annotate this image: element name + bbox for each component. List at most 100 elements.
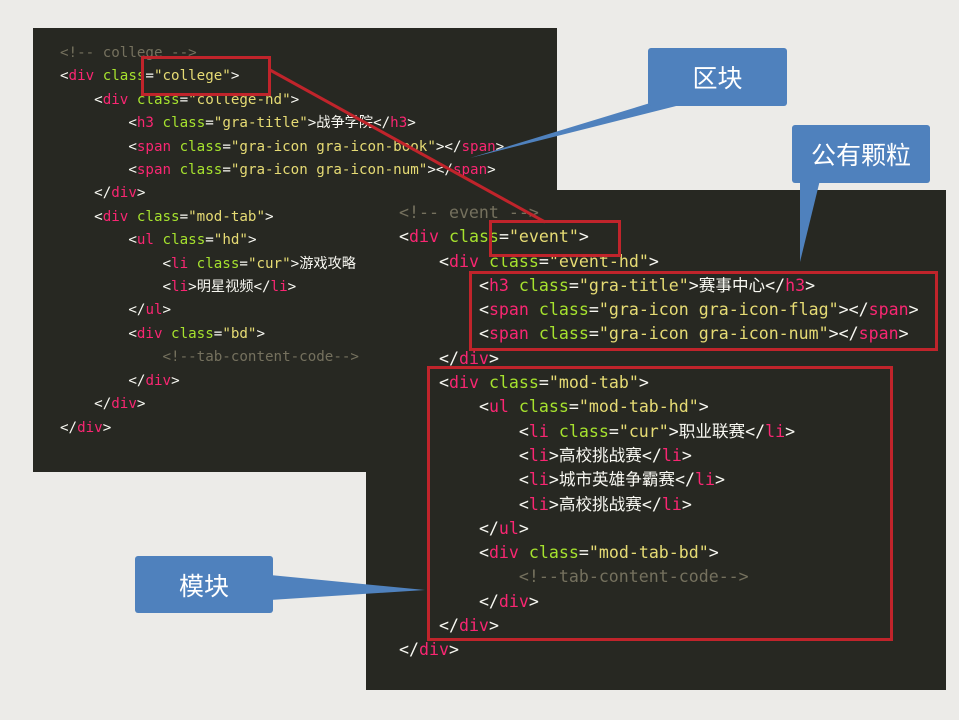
highlight-college xyxy=(141,56,271,96)
code-token: </ xyxy=(478,591,499,611)
code-token: li xyxy=(171,279,189,296)
code-token: "mod-tab" xyxy=(548,373,639,393)
code-line: <span class="gra-icon gra-icon-num"></sp… xyxy=(399,322,919,346)
code-token: 游戏攻略 xyxy=(299,255,356,272)
code-token: 高校挑战赛 xyxy=(558,445,642,465)
highlight-shared-elements xyxy=(469,271,938,351)
code-token: 城市英雄争霸赛 xyxy=(558,470,676,490)
code-token: = xyxy=(222,138,231,155)
code-token: = xyxy=(538,251,549,271)
code-line: </ul> xyxy=(399,517,919,541)
code-token: h3 xyxy=(785,275,806,295)
code-token: </ xyxy=(373,115,391,132)
code-token: </ xyxy=(94,185,112,202)
code-line: <div class="mod-tab"> xyxy=(399,371,919,395)
code-token: > xyxy=(698,397,709,417)
code-token: > xyxy=(230,68,240,85)
code-token: = xyxy=(588,300,599,320)
code-token: > xyxy=(668,421,679,441)
code-token: span xyxy=(858,324,899,344)
code-line: </div> xyxy=(60,393,504,416)
code-token: > xyxy=(898,324,909,344)
code-token: = xyxy=(145,68,154,85)
code-token: </ xyxy=(438,348,459,368)
code-line: </div> xyxy=(60,182,504,205)
code-token: = xyxy=(205,232,214,249)
code-token: > xyxy=(785,421,796,441)
code-token: class xyxy=(548,421,609,441)
code-line: <h3 class="gra-title">战争学院</h3> xyxy=(60,112,504,135)
code-token: > xyxy=(648,251,659,271)
code-token: div xyxy=(68,68,95,85)
code-token: "gra-title" xyxy=(578,275,689,295)
code-token: div xyxy=(448,373,479,393)
code-token: </ xyxy=(94,396,112,413)
code-token: > xyxy=(247,232,257,249)
code-token: < xyxy=(128,115,137,132)
code-token: = xyxy=(608,421,619,441)
code-token: class xyxy=(94,68,146,85)
code-line: <!--tab-content-code--> xyxy=(399,565,919,589)
code-token: "gra-icon gra-icon-flag" xyxy=(598,300,839,320)
code-token: div xyxy=(136,325,163,342)
code-token: < xyxy=(94,208,103,225)
code-token: "hd" xyxy=(213,232,248,249)
code-token: </ xyxy=(60,419,78,436)
code-line: <li>城市英雄争霸赛</li> xyxy=(399,468,919,492)
code-token: > xyxy=(188,279,197,296)
code-token: class xyxy=(171,162,223,179)
code-token: ></ xyxy=(828,324,859,344)
code-token: < xyxy=(60,68,69,85)
code-token: div xyxy=(111,185,137,202)
code-token: "gra-icon gra-icon-num" xyxy=(230,162,428,179)
code-token: < xyxy=(518,445,529,465)
code-token: li xyxy=(528,470,549,490)
code-line: <ul class="mod-tab-hd"> xyxy=(399,395,919,419)
code-token: class xyxy=(508,275,569,295)
code-token: span xyxy=(136,138,172,155)
code-line: <li>高校挑战赛</li> xyxy=(399,444,919,468)
code-token: div xyxy=(488,543,519,563)
code-token: = xyxy=(498,227,509,247)
code-line: <li>高校挑战赛</li> xyxy=(399,493,919,517)
code-token: class xyxy=(162,325,214,342)
code-token: </ xyxy=(641,445,662,465)
code-token: div xyxy=(448,251,479,271)
code-token: "gra-icon gra-icon-num" xyxy=(598,324,829,344)
code-token: class xyxy=(438,227,499,247)
code-line: </div> xyxy=(399,638,919,662)
code-token: li xyxy=(661,494,682,514)
code-token: span xyxy=(488,300,529,320)
code-token: class xyxy=(508,397,569,417)
code-token: div xyxy=(102,91,129,108)
code-token: class xyxy=(528,324,589,344)
code-token: "cur" xyxy=(618,421,669,441)
code-token: li xyxy=(270,279,288,296)
code-token: </ xyxy=(675,470,696,490)
code-token: = xyxy=(578,543,589,563)
code-token: </ xyxy=(128,372,146,389)
code-token: < xyxy=(128,138,137,155)
code-token: class xyxy=(153,232,206,249)
code-token: 高校挑战赛 xyxy=(558,494,642,514)
code-token: < xyxy=(162,279,172,296)
code-token: li xyxy=(765,421,786,441)
code-token: < xyxy=(162,255,172,272)
code-token: li xyxy=(695,470,715,490)
code-line: </div> xyxy=(399,614,919,638)
code-token: span xyxy=(461,138,496,155)
code-token: < xyxy=(478,324,489,344)
code-token: > xyxy=(548,494,559,514)
code-token: li xyxy=(528,494,549,514)
code-token: > xyxy=(548,470,559,490)
code-token: <!--tab-content-code--> xyxy=(518,567,749,587)
code-token: "gra-icon gra-icon-book" xyxy=(230,138,436,155)
callout-block: 区块 xyxy=(648,48,787,106)
code-token: = xyxy=(205,115,214,132)
code-line: </ul> xyxy=(60,299,504,322)
code-token: li xyxy=(171,255,189,272)
code-token: = xyxy=(239,255,248,272)
block-callout-pointer xyxy=(470,100,700,158)
code-token: ul xyxy=(145,302,163,319)
